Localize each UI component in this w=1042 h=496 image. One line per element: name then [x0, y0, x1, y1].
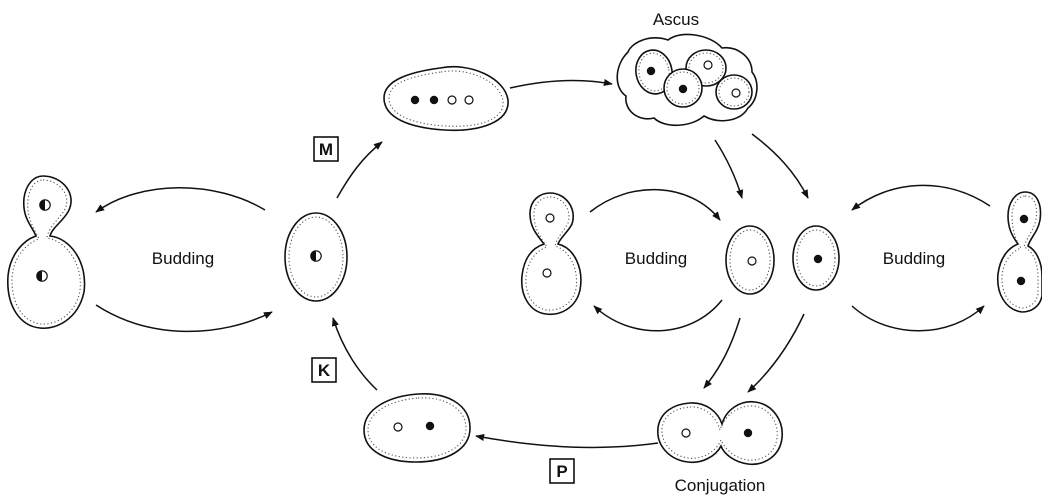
- arrow-karyogamy: [331, 317, 378, 391]
- step-m-key: M: [313, 136, 339, 162]
- open-nucleus-icon: [731, 88, 741, 98]
- open-nucleus-icon: [464, 95, 474, 105]
- arrow-budding-left-bottom: [95, 304, 273, 333]
- filled-nucleus-icon: [813, 254, 823, 264]
- filled-nucleus-icon: [743, 428, 753, 438]
- ascus-label: Ascus: [653, 10, 699, 29]
- arrow-meiosis: [336, 141, 383, 199]
- svg-text:P: P: [556, 462, 567, 481]
- arrow-budding-right-top: [851, 184, 991, 211]
- conjugation-label: Conjugation: [675, 476, 766, 495]
- budding-haploid-cell-filled: [997, 191, 1042, 313]
- arrow-budding-center-bottom: [593, 299, 723, 332]
- arrow-budding-left-top: [95, 187, 266, 213]
- arrow-ascus-to-haploid-open: [714, 139, 744, 199]
- half-filled-nucleus-icon: [39, 199, 51, 211]
- budding-label-center: Budding: [625, 249, 687, 268]
- meiotic-cell: [383, 66, 509, 132]
- filled-nucleus-icon: [429, 95, 439, 105]
- filled-nucleus-icon: [1019, 214, 1029, 224]
- filled-nucleus-icon: [1016, 276, 1026, 286]
- ascus: [616, 33, 758, 127]
- dikaryotic-cell: [363, 393, 471, 463]
- arrow-to-conjugation-filled: [747, 313, 805, 393]
- arrow-plasmogamy: [475, 433, 659, 449]
- svg-text:M: M: [319, 140, 333, 159]
- filled-nucleus-icon: [678, 84, 688, 94]
- half-filled-nucleus-icon: [36, 270, 48, 282]
- arrow-budding-center-top: [589, 188, 721, 221]
- open-nucleus-icon: [393, 422, 403, 432]
- step-k-key: K: [311, 357, 337, 383]
- filled-nucleus-icon: [425, 421, 435, 431]
- filled-nucleus-icon: [410, 95, 420, 105]
- budding-label-left: Budding: [152, 249, 214, 268]
- filled-nucleus-icon: [646, 66, 656, 76]
- open-nucleus-icon: [545, 213, 555, 223]
- arrow-ascus-to-haploid-filled: [751, 133, 809, 199]
- budding-diploid-cell-left: [7, 175, 86, 330]
- half-filled-nucleus-icon: [310, 250, 322, 262]
- open-nucleus-icon: [447, 95, 457, 105]
- arrow-to-ascus: [509, 78, 613, 89]
- open-nucleus-icon: [747, 256, 757, 266]
- conjugating-cells: [657, 400, 783, 465]
- budding-haploid-cell-open: [521, 192, 582, 316]
- arrow-to-conjugation-open: [703, 317, 741, 389]
- open-nucleus-icon: [542, 268, 552, 278]
- svg-text:K: K: [318, 361, 331, 380]
- open-nucleus-icon: [681, 428, 691, 438]
- budding-label-right: Budding: [883, 249, 945, 268]
- open-nucleus-icon: [703, 60, 713, 70]
- arrow-budding-right-bottom: [851, 305, 985, 332]
- step-p-key: P: [549, 458, 575, 484]
